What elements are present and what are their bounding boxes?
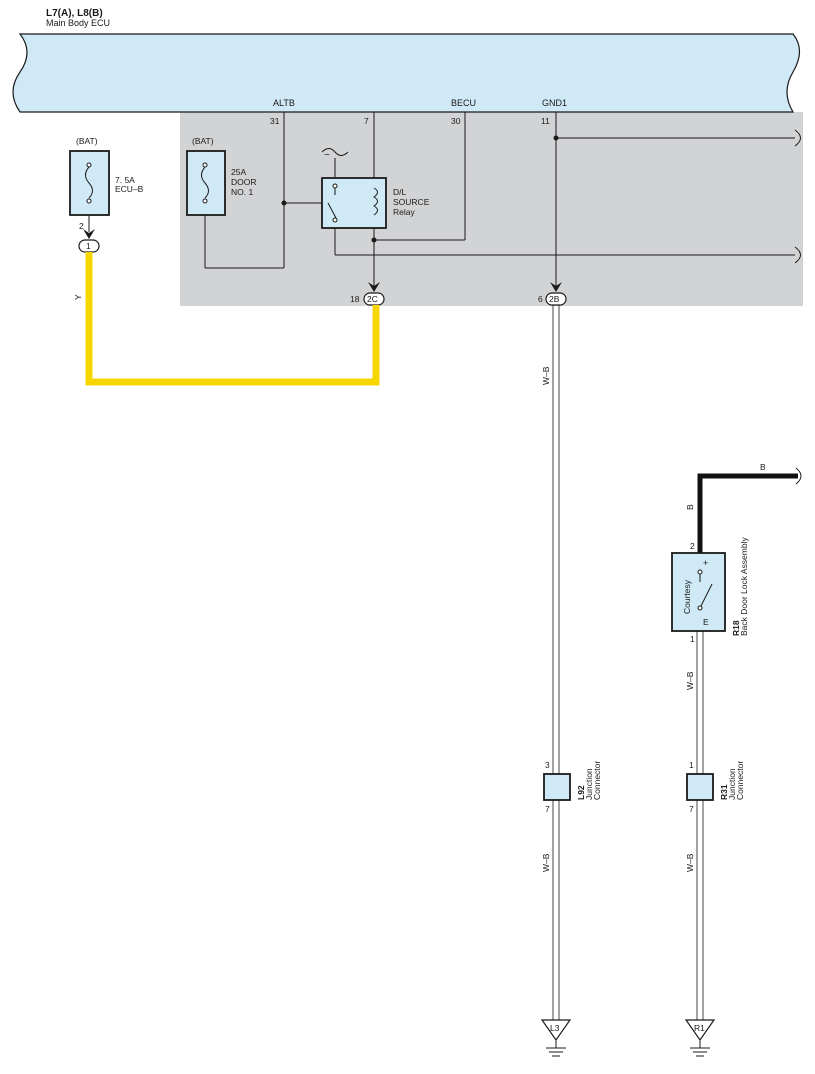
wire-black-break: [795, 467, 802, 485]
r18-switch-icon: [697, 569, 713, 611]
connector-2c-id: 2C: [367, 294, 378, 304]
ecu-internal-panel: [180, 112, 803, 306]
connector-2c-pin: 18: [350, 294, 360, 304]
l92-line1: Junction: [584, 768, 594, 800]
ecu-component-name: Main Body ECU: [46, 18, 110, 28]
wire-yellow-label: Y: [73, 294, 83, 300]
fuse-left-source: (BAT): [76, 136, 98, 146]
connector-2b-oval: [545, 292, 567, 306]
relay-symbol: ~: [324, 150, 330, 161]
junction-dot: [281, 200, 287, 206]
l92-pin-bottom: 7: [545, 804, 550, 814]
r31-code: R31: [719, 784, 729, 800]
ground-r1-id: R1: [694, 1023, 705, 1033]
fuse-inner-icon: [201, 162, 209, 204]
relay-contacts: [327, 183, 378, 223]
connector-1-id: 1: [86, 241, 91, 251]
fuse-door-no1: [186, 150, 226, 216]
fuse-left-icon: [85, 162, 93, 232]
terminal-pin-31: 31: [270, 116, 280, 126]
r31-line1: Junction: [727, 768, 737, 800]
dl-source-relay: [321, 177, 387, 229]
wire-b-horizontal-label: B: [760, 462, 766, 472]
fuse-inner-line2: DOOR: [231, 177, 257, 187]
r18-pin-top: 2: [690, 541, 695, 551]
r18-e: E: [703, 617, 709, 627]
back-door-lock-assembly-r18: [671, 552, 726, 632]
relay-line2: SOURCE: [393, 197, 430, 207]
r18-plus: +: [703, 558, 708, 568]
terminal-name-becu: BECU: [451, 98, 476, 108]
l92-line2: Connector: [592, 761, 602, 800]
junction-dot: [371, 237, 377, 243]
junction-connector-l92: [543, 773, 571, 801]
wire-black-b: [697, 473, 798, 554]
ground-r1-symbol: [690, 1040, 710, 1057]
connector-2b-pin: 6: [538, 294, 543, 304]
fuse-left-rating: 7. 5A: [115, 175, 135, 185]
r31-pin-bottom: 7: [689, 804, 694, 814]
r18-name: Back Door Lock Assembly: [739, 537, 749, 636]
r18-code: R18: [731, 620, 741, 636]
ground-l3-symbol: [546, 1040, 566, 1057]
fuse-left-pin: 2: [79, 221, 84, 231]
junction-connector-r31: [686, 773, 714, 801]
l92-pin-top: 3: [545, 760, 550, 770]
relay-line3: Relay: [393, 207, 415, 217]
r18-pin-bottom: 1: [690, 634, 695, 644]
terminal-pin-11: 11: [541, 116, 550, 126]
ground-r1-triangle: [684, 1019, 716, 1042]
l92-code: L92: [576, 785, 586, 800]
fuse-inner-source: (BAT): [192, 136, 214, 146]
wire-wb-l92-upper: [552, 305, 560, 774]
fuse-left-name: ECU–B: [115, 184, 144, 194]
wire-wb-top-label: W–B: [541, 366, 551, 385]
connector-arrow: [83, 229, 95, 239]
relay-line1: D/L: [393, 187, 407, 197]
fuse-inner-rating: 25A: [231, 167, 246, 177]
wire-b-vertical-label: B: [685, 504, 695, 510]
terminal-pin-7: 7: [364, 116, 369, 126]
relay-tilde-line: [321, 148, 349, 156]
wire-wb-r31-upper: [696, 631, 704, 774]
terminal-pin-30: 30: [451, 116, 461, 126]
connector-arrow: [368, 282, 380, 292]
ground-l3-triangle: [540, 1019, 572, 1042]
wire-wb-r18-label: W–B: [685, 671, 695, 690]
ground-l3-id: L3: [550, 1023, 560, 1033]
connector-2b-id: 2B: [549, 294, 560, 304]
wire-wb-r31-lower: [696, 800, 704, 1028]
wire-wb-l92-lower: [552, 800, 560, 1028]
junction-dot: [553, 135, 559, 141]
fuse-inner-line3: NO. 1: [231, 187, 253, 197]
wire-wb-l92-bottom-label: W–B: [541, 853, 551, 872]
r31-line2: Connector: [735, 761, 745, 800]
r31-pin-top: 1: [689, 760, 694, 770]
terminal-name-gnd1: GND1: [542, 98, 567, 108]
wire-wb-r31-bottom-label: W–B: [685, 853, 695, 872]
ecu-connector-ids: L7(A), L8(B): [46, 8, 103, 19]
main-body-ecu-block: [12, 33, 801, 113]
connector-arrow: [550, 282, 562, 292]
r18-switch-label: Courtesy: [682, 579, 692, 614]
wire-yellow: [85, 252, 380, 386]
terminal-name-altb: ALTB: [273, 98, 295, 108]
